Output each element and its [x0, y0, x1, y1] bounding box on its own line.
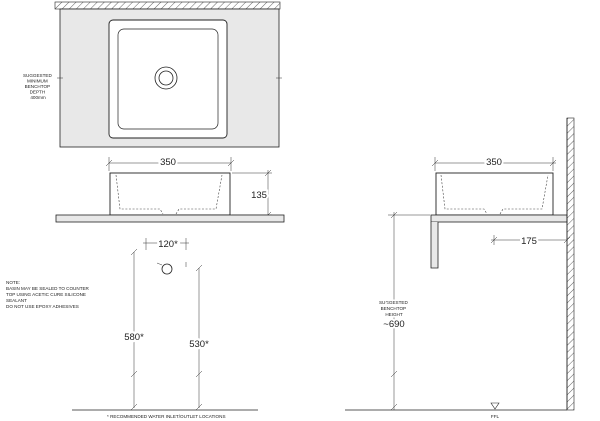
front-footnote: * RECOMMENDED WATER INLET/OUTLET LOCATIO…	[107, 414, 226, 419]
waste-spacing-value: 120*	[158, 239, 178, 250]
ffl-label: FFL	[491, 414, 500, 419]
bench-height-tick-bottom	[390, 403, 398, 411]
left-inlet-tick-top	[130, 248, 138, 256]
plan-basin-inner	[117, 28, 219, 130]
plan-wall-hatch	[54, 1, 281, 10]
front-basin	[109, 172, 231, 216]
waste-outlet	[161, 263, 173, 275]
front-basin-hidden-bowl	[115, 174, 223, 215]
wall-offset-tick-left	[490, 236, 498, 244]
side-width-tick-right	[549, 159, 557, 167]
front-benchtop	[55, 214, 285, 223]
side-wall-hatch	[566, 117, 575, 411]
bench-height-tick-top	[390, 211, 398, 219]
side-width-tick-left	[431, 159, 439, 167]
front-width-tick-right	[227, 159, 235, 167]
right-inlet-tick-bottom	[195, 403, 203, 411]
note-text: NOTE: BASIN MAY BE SEALED TO COUNTER TOP…	[6, 280, 90, 309]
wall-offset-tick-right	[563, 236, 571, 244]
left-inlet-value: 580*	[124, 332, 144, 343]
side-width-value: 350	[486, 157, 502, 168]
bench-height-break	[390, 370, 398, 378]
front-elevation: 350 135 120* 580* 530*	[55, 155, 285, 419]
front-width-value: 350	[160, 157, 176, 168]
left-inlet-tick-bottom	[130, 403, 138, 411]
side-basin	[435, 172, 554, 216]
plan-depth-label: SUGGESTED MINIMUM BENCHTOP DEPTH 400mm	[23, 73, 53, 100]
right-inlet-value: 530*	[189, 339, 209, 350]
plan-waste-outer	[154, 66, 178, 90]
side-elevation: 350 175 SUGGESTED BENCHTOP HEIGHT ~690	[345, 117, 575, 419]
bench-height-value: ~690	[383, 319, 404, 330]
waste-outlet-leader	[156, 262, 163, 266]
wall-offset-value: 175	[521, 236, 537, 247]
side-benchtop	[430, 214, 568, 223]
front-height-tick-top	[264, 169, 272, 177]
plan-waste-inner	[158, 70, 174, 86]
ffl-marker-icon	[490, 402, 500, 410]
side-basin-hidden-bowl	[440, 174, 549, 215]
bench-height-label: SUGGESTED BENCHTOP HEIGHT	[379, 300, 409, 317]
front-height-value: 135	[251, 190, 267, 201]
right-inlet-break	[195, 370, 203, 378]
left-inlet-break	[130, 370, 138, 378]
installation-note: NOTE: BASIN MAY BE SEALED TO COUNTER TOP…	[6, 280, 90, 309]
plan-view: SUGGESTED MINIMUM BENCHTOP DEPTH 400mm	[23, 1, 282, 148]
side-bench-support	[430, 222, 439, 269]
front-width-tick-left	[105, 159, 113, 167]
right-inlet-tick-top	[195, 264, 203, 272]
